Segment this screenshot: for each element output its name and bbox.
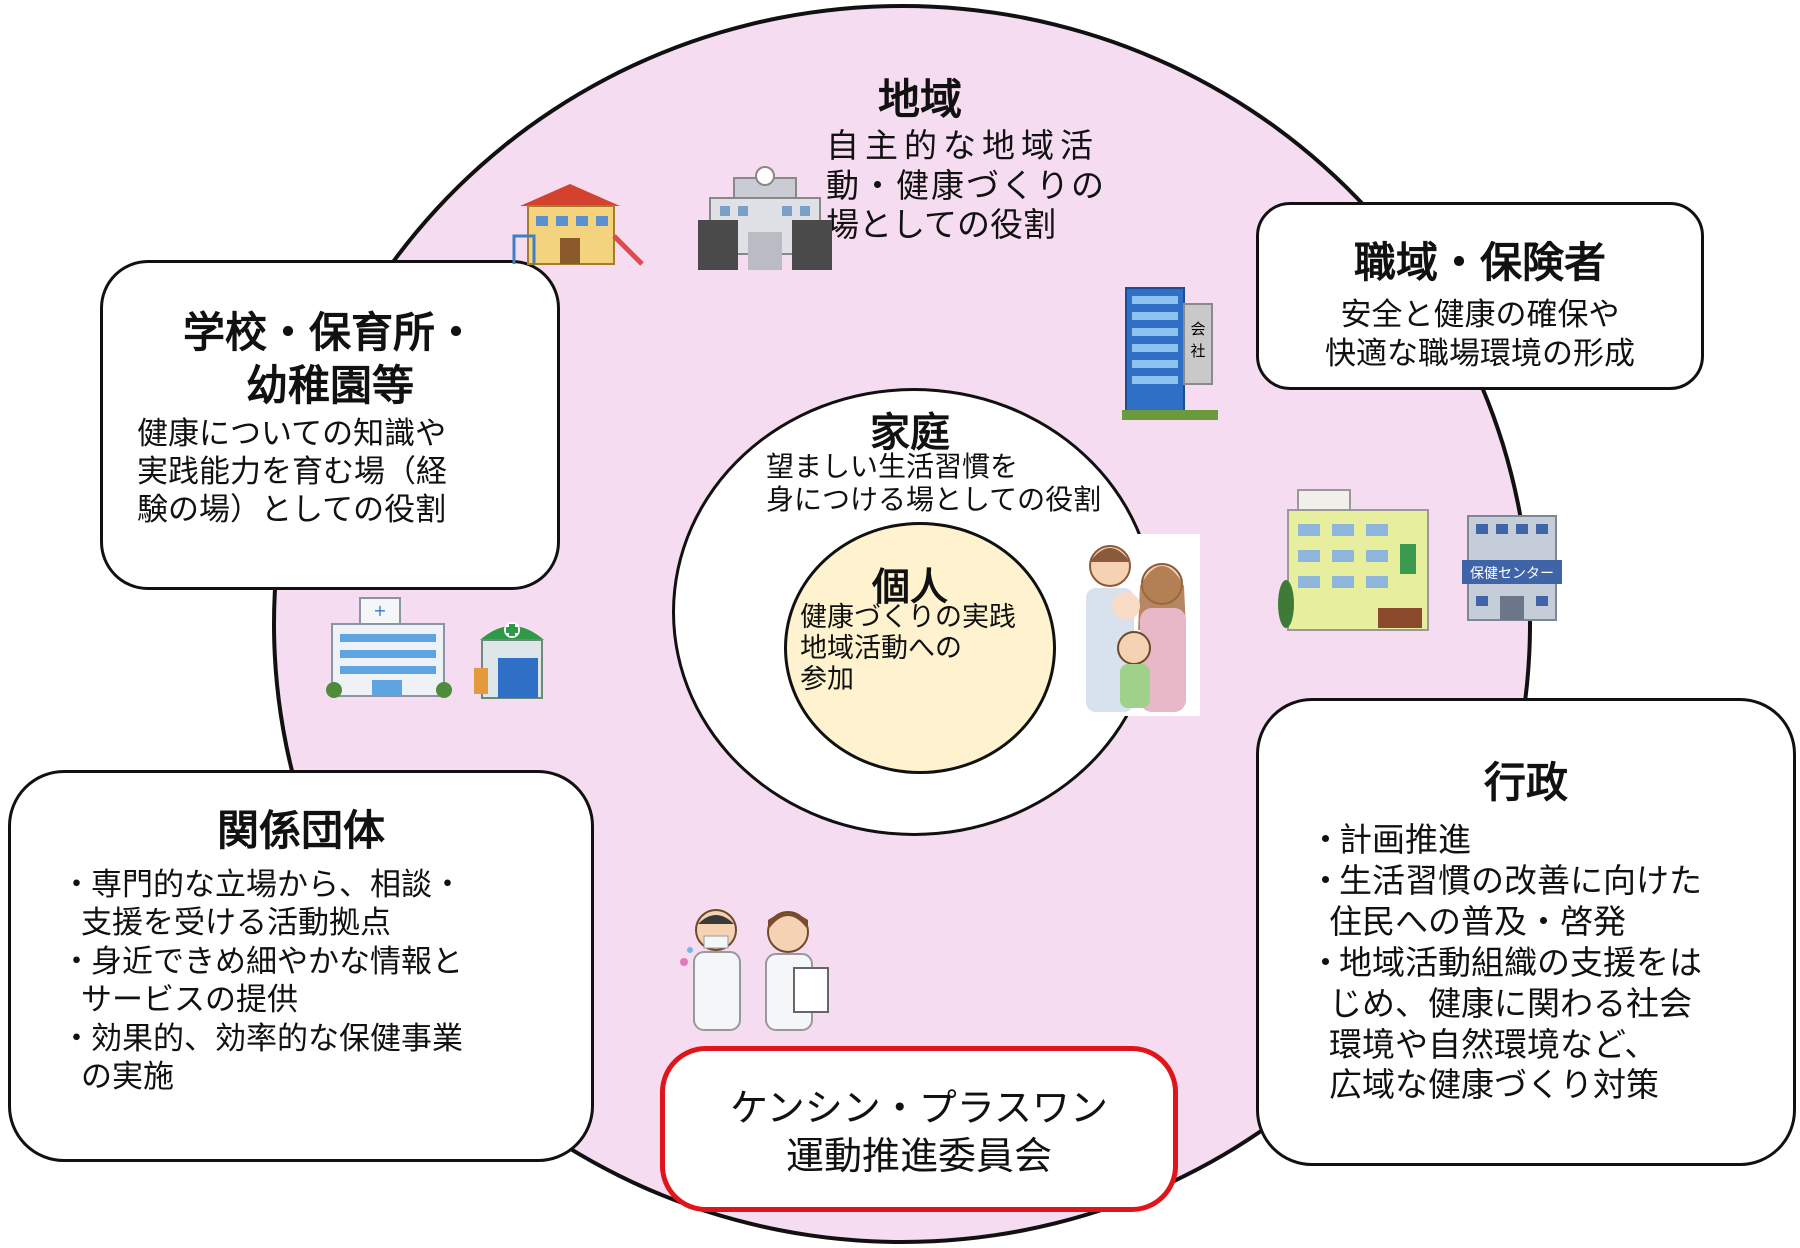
administration-item: 生活習慣の改善に向けた 住民への普及・啓発 bbox=[1309, 860, 1793, 943]
school-description: 健康についての知識や 実践能力を育む場（経 験の場）としての役割 bbox=[137, 416, 557, 529]
administration-title: 行政 bbox=[1483, 758, 1568, 807]
company-sign-char: 社 bbox=[1190, 342, 1205, 360]
individual-circle bbox=[784, 522, 1056, 774]
administration-item: 地域活動組織の支援をは じめ、健康に関わる社会 環境や自然環境など、 広域な健康… bbox=[1309, 942, 1793, 1107]
doctor-nurse-icon bbox=[680, 909, 829, 1031]
committee-line: 運動推進委員会 bbox=[785, 1133, 1052, 1178]
organizations-item-line: 身近できめ細やかな情報と bbox=[91, 943, 463, 980]
kindergarten-icon bbox=[512, 184, 644, 266]
school-title: 学校・保育所・ 幼稚園等 bbox=[103, 307, 557, 412]
school-desc-line: 健康についての知識や bbox=[137, 416, 447, 452]
individual-desc-line: 健康づくりの実践 bbox=[800, 602, 1016, 633]
workplace-box: 職域・保険者 安全と健康の確保や 快適な職場環境の形成 bbox=[1256, 202, 1704, 390]
health-center-icon: 保健センター bbox=[1462, 515, 1562, 621]
workplace-desc-line: 快適な職場環境の形成 bbox=[1325, 335, 1635, 372]
individual-desc-line: 参加 bbox=[800, 664, 854, 696]
organizations-box: 関係団体 専門的な立場から、相談・ 支援を受ける活動拠点 身近できめ細やかな情報… bbox=[8, 770, 594, 1162]
community-desc-line: 自主的な地域活 bbox=[826, 126, 1099, 165]
community-desc-line: 動・健康づくりの bbox=[826, 165, 1106, 205]
family-description: 望ましい生活習慣を 身につける場としての役割 bbox=[766, 450, 1166, 516]
administration-box: 行政 計画推進 生活習慣の改善に向けた 住民への普及・啓発 地域活動組織の支援を… bbox=[1256, 698, 1796, 1166]
hospital-icon bbox=[1278, 489, 1429, 631]
school-desc-line: 実践能力を育む場（経 bbox=[137, 453, 447, 490]
administration-item: 計画推進 bbox=[1309, 820, 1793, 861]
pharmacy-icon bbox=[474, 622, 544, 699]
school-desc-line: 験の場）としての役割 bbox=[137, 491, 447, 528]
organizations-item: 効果的、効率的な保健事業 の実施 bbox=[61, 1020, 591, 1097]
organizations-item-line: 支援を受ける活動拠点 bbox=[81, 905, 391, 942]
organizations-item-line: 効果的、効率的な保健事業 bbox=[91, 1020, 463, 1057]
svg-text:+: + bbox=[373, 601, 386, 620]
organizations-item-line: の実施 bbox=[81, 1059, 174, 1096]
family-icon bbox=[1076, 534, 1200, 716]
community-title: 地域 bbox=[877, 75, 962, 124]
administration-item-line: 生活習慣の改善に向けた bbox=[1339, 860, 1702, 900]
organizations-item: 専門的な立場から、相談・ 支援を受ける活動拠点 bbox=[61, 866, 591, 943]
community-desc-line: 場としての役割 bbox=[826, 205, 1057, 245]
administration-item-line: 計画推進 bbox=[1339, 820, 1471, 859]
administration-list: 計画推進 生活習慣の改善に向けた 住民への普及・啓発 地域活動組織の支援をは じ… bbox=[1309, 820, 1793, 1107]
organizations-list: 専門的な立場から、相談・ 支援を受ける活動拠点 身近できめ細やかな情報と サービ… bbox=[61, 866, 591, 1097]
workplace-description: 安全と健康の確保や 快適な職場環境の形成 bbox=[1259, 296, 1701, 374]
company-building-icon: 会 社 bbox=[1122, 287, 1218, 420]
family-title: 家庭 bbox=[870, 410, 950, 456]
school-title-line: 学校・保育所・ bbox=[182, 308, 477, 357]
school-building-icon bbox=[698, 166, 832, 270]
individual-desc-line: 地域活動への bbox=[800, 633, 962, 665]
organizations-item: 身近できめ細やかな情報と サービスの提供 bbox=[61, 943, 591, 1020]
workplace-title: 職域・保険者 bbox=[1353, 238, 1606, 287]
individual-title: 個人 bbox=[871, 565, 948, 609]
hospital-left-icon: + bbox=[326, 597, 452, 698]
school-box: 学校・保育所・ 幼稚園等 健康についての知識や 実践能力を育む場（経 験の場）と… bbox=[100, 260, 560, 590]
committee-line: ケンシン・プラスワン bbox=[729, 1086, 1109, 1130]
workplace-desc-line: 安全と健康の確保や bbox=[1340, 297, 1620, 333]
family-desc-line: 望ましい生活習慣を bbox=[766, 450, 1019, 483]
school-title-line: 幼稚園等 bbox=[245, 360, 414, 410]
committee-box: ケンシン・プラスワン 運動推進委員会 bbox=[660, 1046, 1178, 1212]
individual-description: 健康づくりの実践 地域活動への 参加 bbox=[800, 602, 1070, 695]
organizations-title: 関係団体 bbox=[216, 806, 385, 855]
administration-item-line: 地域活動組織の支援をは bbox=[1339, 942, 1702, 982]
administration-item-line: 広域な健康づくり対策 bbox=[1329, 1065, 1659, 1105]
community-description: 自主的な地域活 動・健康づくりの 場としての役割 bbox=[826, 126, 1156, 245]
organizations-item-line: サービスの提供 bbox=[81, 982, 298, 1019]
health-center-sign: 保健センター bbox=[1470, 566, 1554, 582]
administration-item-line: じめ、健康に関わる社会 bbox=[1329, 983, 1692, 1023]
committee-label: ケンシン・プラスワン 運動推進委員会 bbox=[665, 1085, 1173, 1180]
company-sign-char: 会 bbox=[1190, 320, 1205, 338]
administration-item-line: 住民への普及・啓発 bbox=[1329, 901, 1626, 941]
administration-item-line: 環境や自然環境など、 bbox=[1329, 1024, 1658, 1064]
family-desc-line: 身につける場としての役割 bbox=[766, 483, 1102, 517]
organizations-item-line: 専門的な立場から、相談・ bbox=[91, 867, 463, 903]
